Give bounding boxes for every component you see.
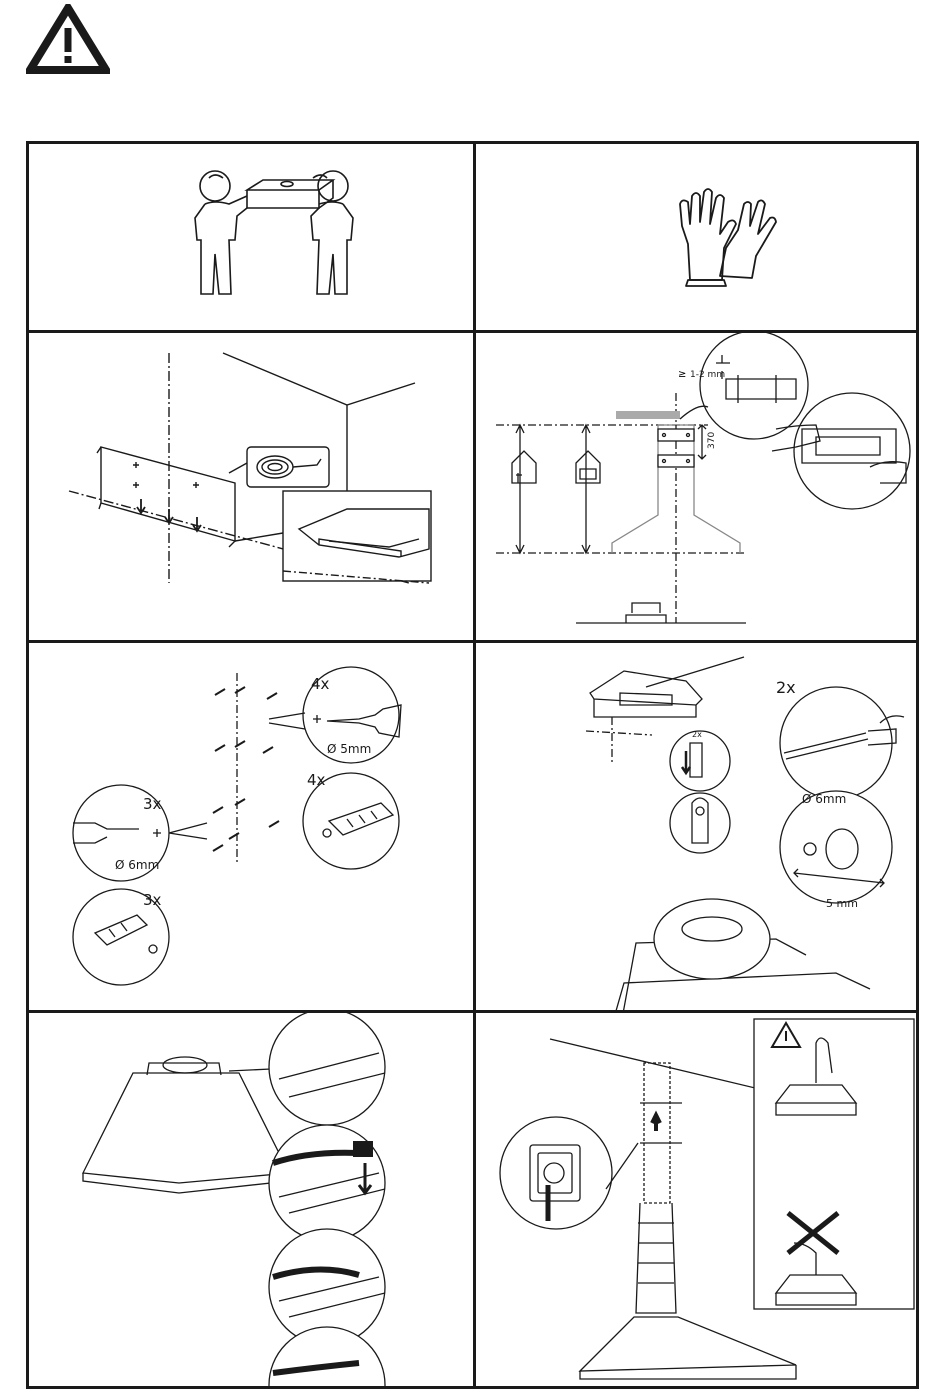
drill-label: Ø 6mm (115, 858, 159, 872)
panel-hanging: 2x 2x Ø 6mm 5 mm (476, 643, 916, 1010)
qty-label: 2x (776, 678, 796, 697)
svg-text:≥: ≥ (678, 369, 686, 380)
panel-wiring (29, 1013, 473, 1386)
drilling-illustration: 4x Ø 5mm 4x 3x Ø 6mm 3x (29, 643, 473, 1010)
drill-label: Ø 6mm (802, 792, 846, 806)
qty-label: 3x (143, 795, 162, 813)
panel-two-person-lift (29, 144, 473, 330)
drill-label: Ø 5mm (327, 742, 371, 756)
connect-illustration (476, 1013, 916, 1386)
qty-label: 3x (143, 891, 162, 909)
wiring-illustration (29, 1013, 473, 1386)
panel-gloves (476, 144, 916, 330)
gloves-icon (476, 144, 916, 330)
panel-mounting-height: ≥ 1-2 mm 370 (476, 333, 916, 640)
height-label: 370 (707, 432, 717, 449)
two-person-lift-illustration (29, 144, 473, 330)
instruction-grid: ≥ 1-2 mm 370 (26, 141, 919, 1389)
panel-drilling: 4x Ø 5mm 4x 3x Ø 6mm 3x (29, 643, 473, 1010)
wall-template-illustration (29, 333, 473, 640)
qty-label: 2x (692, 730, 702, 739)
panel-wall-template (29, 333, 473, 640)
gap-label: 1-2 mm (690, 370, 725, 380)
hanging-illustration: 2x 2x Ø 6mm 5 mm (476, 643, 916, 1010)
qty-label: 4x (311, 675, 330, 693)
panel-connect (476, 1013, 916, 1386)
warning-icon (26, 4, 110, 74)
qty-label: 4x (307, 771, 326, 789)
mounting-height-illustration: ≥ 1-2 mm 370 (476, 333, 916, 640)
gap-label: 5 mm (826, 897, 858, 910)
